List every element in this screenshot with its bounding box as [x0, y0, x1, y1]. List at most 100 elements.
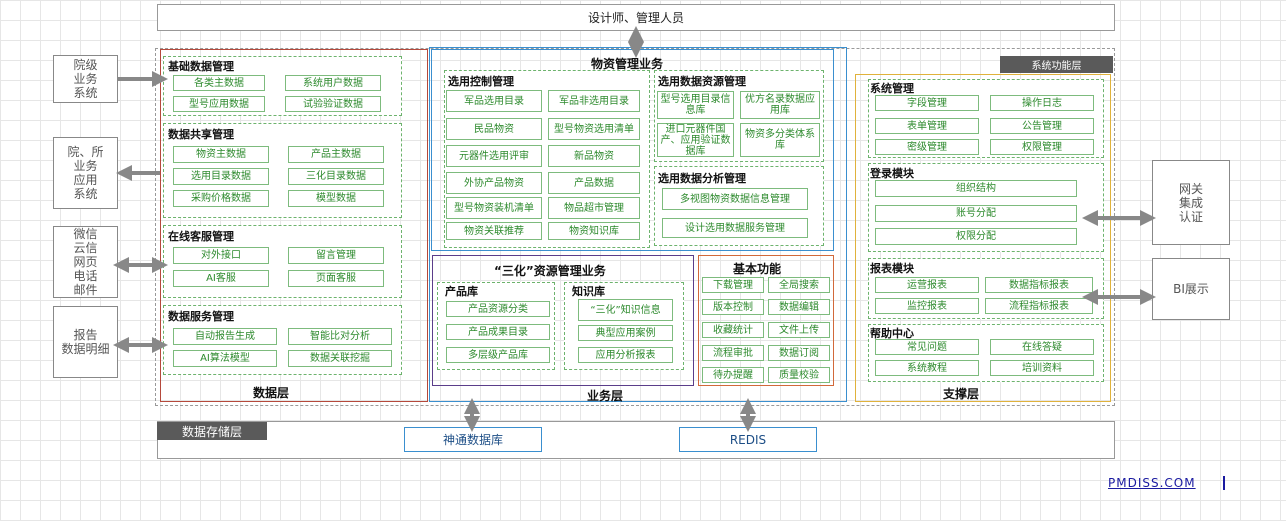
pill-item[interactable]: 在线答疑 — [990, 339, 1094, 355]
pill-item[interactable]: 留言管理 — [288, 247, 384, 264]
group-title: 系统管理 — [870, 82, 914, 95]
pill-item[interactable]: 三化目录数据 — [288, 168, 384, 185]
group-title: 基础数据管理 — [168, 60, 234, 73]
group-title: 产品库 — [445, 285, 478, 298]
group-title: 选用控制管理 — [448, 75, 514, 88]
pill-item[interactable]: 产品数据 — [548, 172, 640, 194]
pill-item[interactable]: 账号分配 — [875, 205, 1077, 222]
external-institute-business: 院级 业务 系统 — [53, 55, 118, 103]
pill-item[interactable]: “三化”知识信息 — [578, 299, 673, 321]
shentong-db: 神通数据库 — [404, 427, 542, 452]
pill-item[interactable]: 自动报告生成 — [173, 328, 277, 345]
pill-item[interactable]: 表单管理 — [875, 118, 979, 134]
pill-item[interactable]: 流程指标报表 — [985, 298, 1093, 314]
pill-item[interactable]: 模型数据 — [288, 190, 384, 207]
pill-item[interactable]: 型号应用数据 — [173, 96, 265, 112]
pill-item[interactable]: 质量校验 — [768, 367, 830, 383]
pill-item[interactable]: 数据订阅 — [768, 345, 830, 361]
pill-item[interactable]: 培训资料 — [990, 360, 1094, 376]
pill-item[interactable]: 各类主数据 — [173, 75, 265, 91]
pill-item[interactable]: AI客服 — [173, 270, 269, 287]
pill-item[interactable]: 版本控制 — [702, 299, 764, 315]
pill-item[interactable]: 组织结构 — [875, 180, 1077, 197]
external-gateway-auth: 网关 集成 认证 — [1152, 160, 1230, 245]
pill-item[interactable]: 字段管理 — [875, 95, 979, 111]
pill-item[interactable]: 流程审批 — [702, 345, 764, 361]
external-institute-apps: 院、所 业务 应用 系统 — [53, 137, 118, 209]
pill-item[interactable]: 进口元器件国产、应用验证数据库 — [657, 123, 734, 157]
pill-item[interactable]: 待办提醒 — [702, 367, 764, 383]
pill-item[interactable]: 产品成果目录 — [446, 324, 550, 340]
pill-item[interactable]: 操作日志 — [990, 95, 1094, 111]
pill-item[interactable]: 数据关联挖掘 — [288, 350, 392, 367]
external-report-details: 报告 数据明细 — [53, 306, 118, 378]
storage-layer — [157, 421, 1115, 459]
pill-item[interactable]: 元器件选用评审 — [446, 145, 542, 167]
pill-item[interactable]: 设计选用数据服务管理 — [662, 218, 808, 238]
pill-item[interactable]: 对外接口 — [173, 247, 269, 264]
sanhua-title: “三化”资源管理业务 — [494, 264, 606, 278]
external-bi-display: BI展示 — [1152, 258, 1230, 320]
pill-item[interactable]: 权限管理 — [990, 139, 1094, 155]
pill-item[interactable]: 外协产品物资 — [446, 172, 542, 194]
pill-item[interactable]: 文件上传 — [768, 322, 830, 338]
pill-item[interactable]: 系统教程 — [875, 360, 979, 376]
sanhua-box — [432, 255, 694, 386]
storage-tag: 数据存储层 — [157, 422, 267, 440]
support-layer-label: 支撑层 — [943, 387, 980, 401]
group-title: 选用数据分析管理 — [658, 172, 746, 185]
pill-item[interactable]: 物资多分类体系库 — [740, 123, 820, 157]
pill-item[interactable]: 权限分配 — [875, 228, 1077, 245]
group-title: 登录模块 — [870, 167, 914, 180]
redis-db: REDIS — [679, 427, 817, 452]
group-title: 在线客服管理 — [168, 230, 234, 243]
pill-item[interactable]: 密级管理 — [875, 139, 979, 155]
pill-item[interactable]: 产品主数据 — [288, 146, 384, 163]
pill-item[interactable]: 运营报表 — [875, 277, 979, 293]
group-title: 帮助中心 — [870, 327, 914, 340]
group-title: 数据服务管理 — [168, 310, 234, 323]
pill-item[interactable]: 采购价格数据 — [173, 190, 269, 207]
pill-item[interactable]: 应用分析报表 — [578, 347, 673, 363]
data-layer — [160, 49, 428, 402]
materials-title: 物资管理业务 — [591, 57, 664, 71]
basic-functions-box — [698, 255, 834, 386]
group-title: 报表模块 — [870, 262, 914, 275]
pill-item[interactable]: AI算法模型 — [173, 350, 277, 367]
pill-item[interactable]: 监控报表 — [875, 298, 979, 314]
pill-item[interactable]: 物资主数据 — [173, 146, 269, 163]
pill-item[interactable]: 公告管理 — [990, 118, 1094, 134]
data-layer-label: 数据层 — [253, 386, 290, 400]
top-bar-users: 设计师、管理人员 — [157, 4, 1115, 31]
basic-title: 基本功能 — [733, 262, 782, 276]
pill-item[interactable]: 全局搜索 — [768, 277, 830, 293]
pill-item[interactable]: 典型应用案例 — [578, 325, 673, 341]
footer-link[interactable]: PMDISS.COM — [1108, 476, 1196, 490]
pill-item[interactable]: 产品资源分类 — [446, 301, 550, 317]
pill-item[interactable]: 物资知识库 — [548, 222, 640, 240]
pill-item[interactable]: 多视图物资数据信息管理 — [662, 188, 808, 210]
pill-item[interactable]: 物品超市管理 — [548, 197, 640, 219]
pill-item[interactable]: 型号选用目录信息库 — [657, 91, 734, 119]
pill-item[interactable]: 型号物资选用清单 — [548, 118, 640, 140]
pill-item[interactable]: 页面客服 — [288, 270, 384, 287]
pill-item[interactable]: 军品非选用目录 — [548, 90, 640, 112]
pill-item[interactable]: 系统用户数据 — [285, 75, 381, 91]
pill-item[interactable]: 新品物资 — [548, 145, 640, 167]
pill-item[interactable]: 智能比对分析 — [288, 328, 392, 345]
pill-item[interactable]: 军品选用目录 — [446, 90, 542, 112]
pill-item[interactable]: 常见问题 — [875, 339, 979, 355]
pill-item[interactable]: 试验验证数据 — [285, 96, 381, 112]
pill-item[interactable]: 数据指标报表 — [985, 277, 1093, 293]
pill-item[interactable]: 下载管理 — [702, 277, 764, 293]
pill-item[interactable]: 物资关联推荐 — [446, 222, 542, 240]
pill-item[interactable]: 收藏统计 — [702, 322, 764, 338]
pill-item[interactable]: 优方名录数据应用库 — [740, 91, 820, 119]
pill-item[interactable]: 选用目录数据 — [173, 168, 269, 185]
group-title: 知识库 — [572, 285, 605, 298]
pill-item[interactable]: 民品物资 — [446, 118, 542, 140]
pill-item[interactable]: 型号物资装机清单 — [446, 197, 542, 219]
pill-item[interactable]: 多层级产品库 — [446, 347, 550, 363]
pill-item[interactable]: 数据编辑 — [768, 299, 830, 315]
group-title: 选用数据资源管理 — [658, 75, 746, 88]
